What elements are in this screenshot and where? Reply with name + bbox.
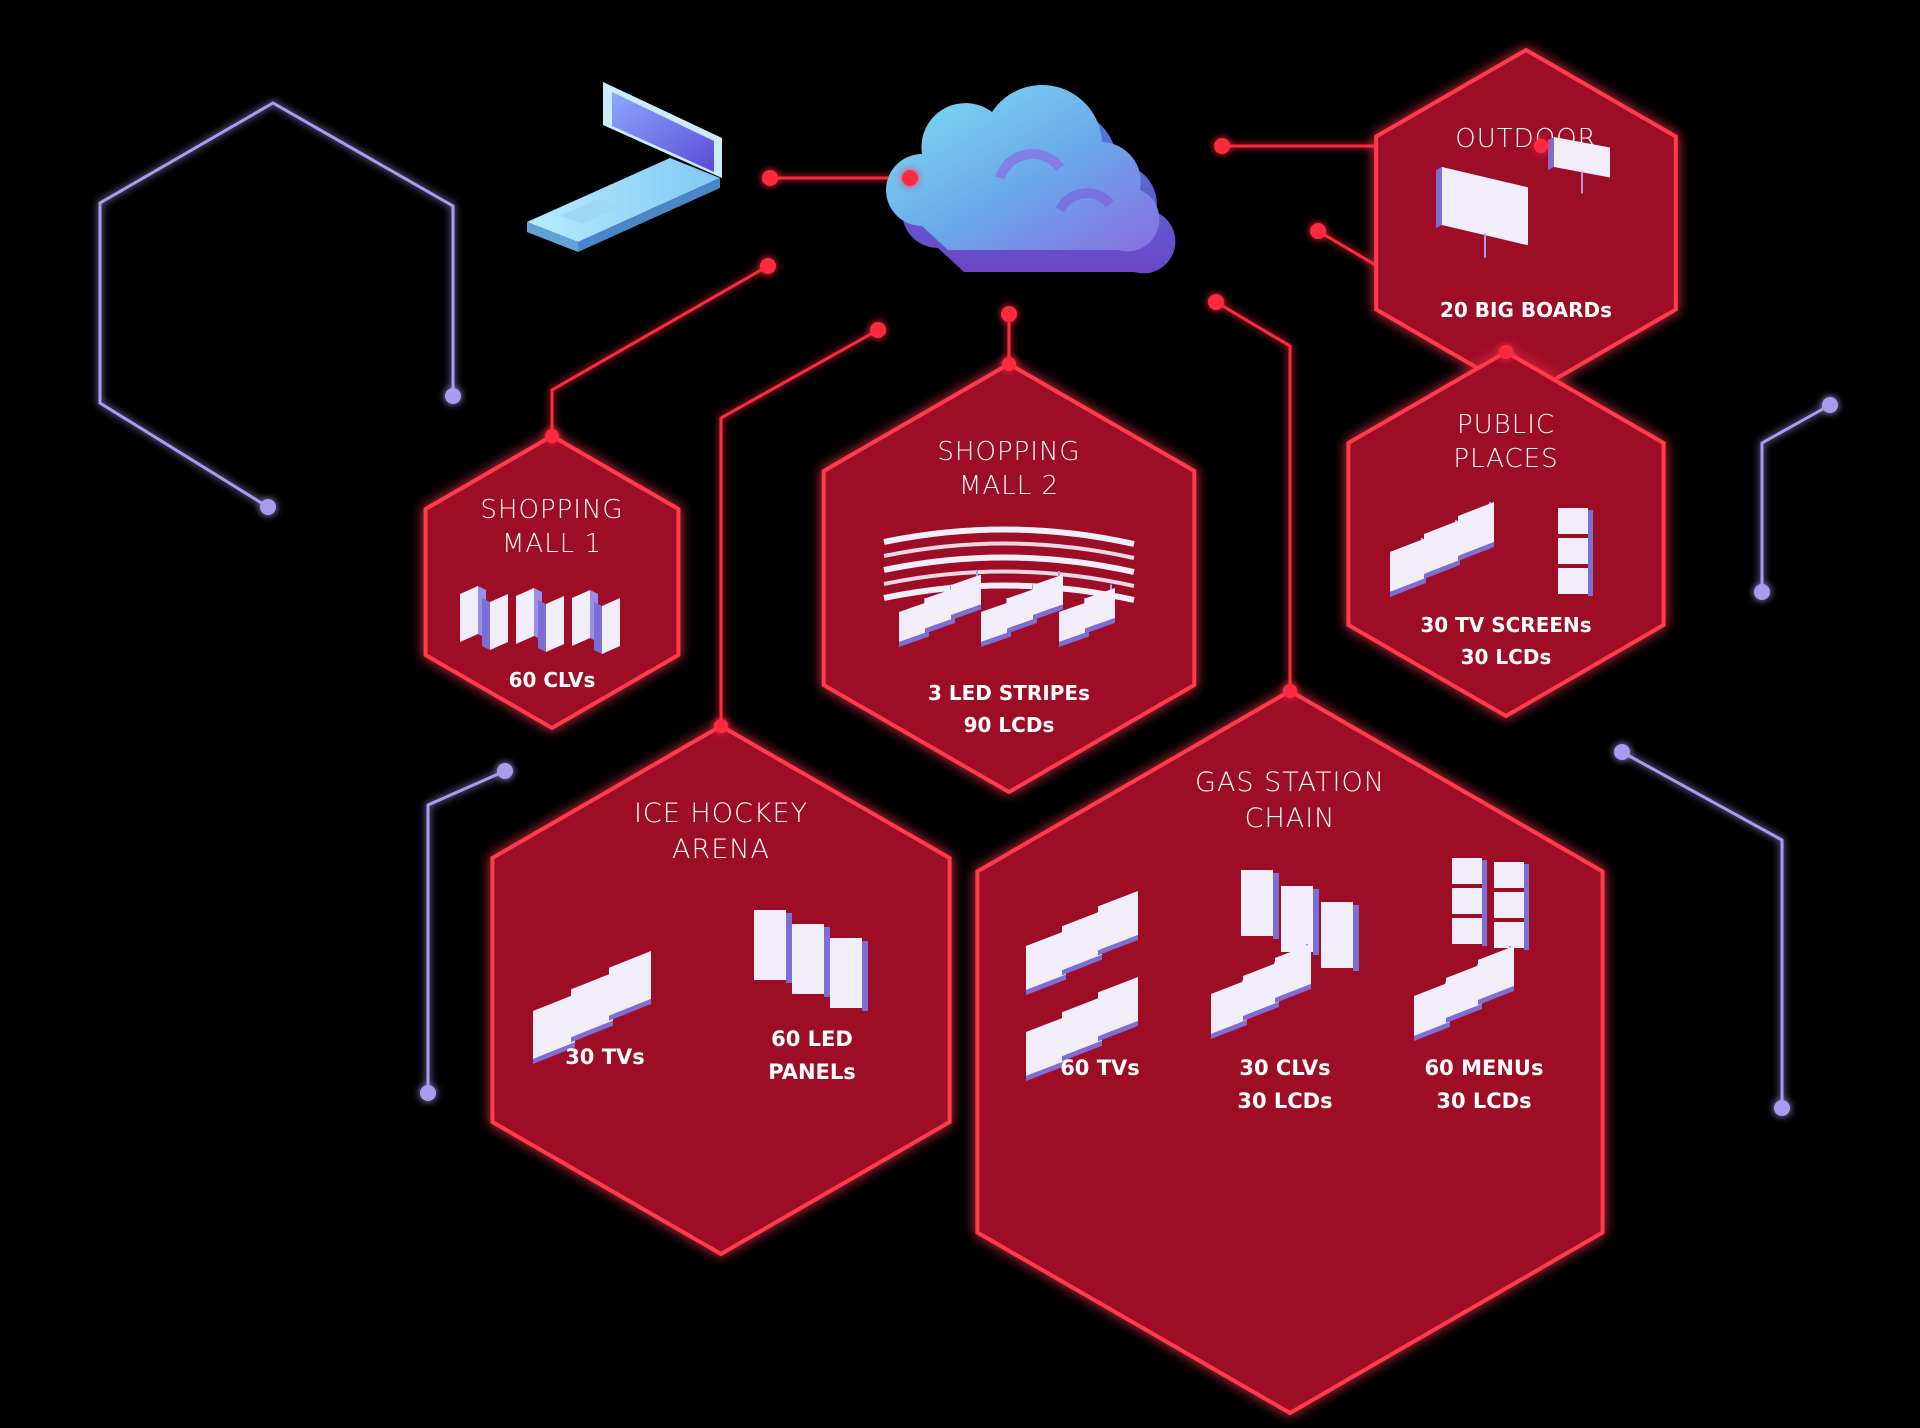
hex-shape: [490, 723, 952, 1257]
hex-anchor-dot: [545, 429, 559, 443]
hex-stat: 30 LCDs: [1237, 1089, 1332, 1113]
screens-illustration: [1026, 891, 1138, 1081]
purple-line-dot: [1754, 584, 1770, 600]
purple-line-dot: [497, 763, 513, 779]
hex-stat: 30 TVs: [565, 1045, 645, 1069]
hex-title: PLACES: [1453, 444, 1558, 474]
purple-line-right-bottom: [1621, 750, 1784, 1108]
purple-hex-outline: [98, 101, 455, 509]
purple-line-dot: [445, 388, 461, 404]
screens-illustration: [1390, 502, 1593, 597]
hex-anchor-dot: [1534, 139, 1548, 153]
hex-public-places: PUBLIC PLACES 30 TV SCREENs 30 LCDs: [1346, 349, 1666, 719]
connector-dot: [760, 258, 776, 274]
cloud-icon: [886, 85, 1176, 274]
hex-anchor-dot: [714, 719, 728, 733]
connector-dot: [870, 322, 886, 338]
hex-stat: 20 BIG BOARDs: [1440, 298, 1612, 322]
hex-stat: 30 LCDs: [1436, 1089, 1531, 1113]
connector-arena: [719, 328, 879, 726]
hex-title: GAS STATION: [1195, 767, 1385, 798]
purple-line-dot: [1614, 744, 1630, 760]
purple-line-dot: [420, 1085, 436, 1101]
connector-mall1: [550, 264, 769, 436]
connector-dots: [545, 138, 1548, 733]
hex-title: PUBLIC: [1457, 410, 1555, 440]
purple-line-right-top: [1760, 403, 1831, 592]
hex-arena: ICE HOCKEY ARENA 30 TVs 60 LED PANELs: [490, 723, 952, 1257]
connector-dot: [1310, 223, 1326, 239]
hex-stat: 60 LED: [771, 1027, 853, 1051]
decorative-circuit-lines: [98, 101, 1838, 1116]
screens-illustration: [460, 586, 620, 654]
connector-dot: [1001, 306, 1017, 322]
hex-gas: GAS STATION CHAIN 60 TVs 30 CLVs 30 LCDs 60 M…: [975, 688, 1605, 1416]
hex-stat: 60 CLVs: [509, 668, 596, 692]
connector-dot: [1208, 294, 1224, 310]
hex-title: SHOPPING: [937, 437, 1080, 467]
hex-title: ICE HOCKEY: [634, 798, 808, 829]
hex-anchor-dot: [1499, 345, 1513, 359]
screens-illustration: [533, 951, 651, 1064]
hex-stat: 30 LCDs: [1461, 645, 1552, 669]
connector-gas: [1215, 300, 1292, 691]
hex-shape: [821, 361, 1197, 795]
laptop-icon: [527, 82, 722, 252]
purple-line-dot: [1774, 1100, 1790, 1116]
hex-mall1: SHOPPING MALL 1 60 CLVs: [423, 433, 681, 731]
screens-illustration: [1436, 137, 1610, 258]
screens-illustration: [1414, 858, 1529, 1041]
hex-title: MALL 1: [502, 529, 602, 559]
purple-line-left-bottom: [426, 769, 506, 1093]
hex-stat: 30 CLVs: [1239, 1056, 1330, 1080]
connector-dot: [1214, 138, 1230, 154]
hex-shape: [423, 433, 681, 731]
hex-title: CHAIN: [1245, 803, 1336, 834]
hex-shape: [975, 688, 1605, 1416]
hex-anchor-dot: [1283, 684, 1297, 698]
hex-shape: [1346, 349, 1666, 719]
hex-stat: PANELs: [768, 1060, 856, 1084]
screens-illustration: [1211, 870, 1359, 1039]
hex-stat: 90 LCDs: [964, 713, 1055, 737]
hex-title: SHOPPING: [480, 495, 623, 525]
hex-title: MALL 2: [959, 471, 1059, 501]
hex-stat: 3 LED STRIPEs: [928, 681, 1090, 705]
connector-dot: [762, 170, 778, 186]
screens-illustration: [883, 526, 1135, 647]
screens-illustration: [754, 910, 868, 1011]
hex-stat: 30 TV SCREENs: [1420, 613, 1591, 637]
hex-title: ARENA: [672, 834, 770, 865]
purple-line-dot: [260, 499, 276, 515]
hex-stat: 60 TVs: [1060, 1056, 1140, 1080]
hex-anchor-dot: [1002, 357, 1016, 371]
hex-mall2: SHOPPING MALL 2 3 LED STRIPEs 90 LCDs: [821, 361, 1197, 795]
connector-dot: [902, 170, 918, 186]
purple-line-dot: [1822, 397, 1838, 413]
hex-stat: 60 MENUs: [1425, 1056, 1544, 1080]
